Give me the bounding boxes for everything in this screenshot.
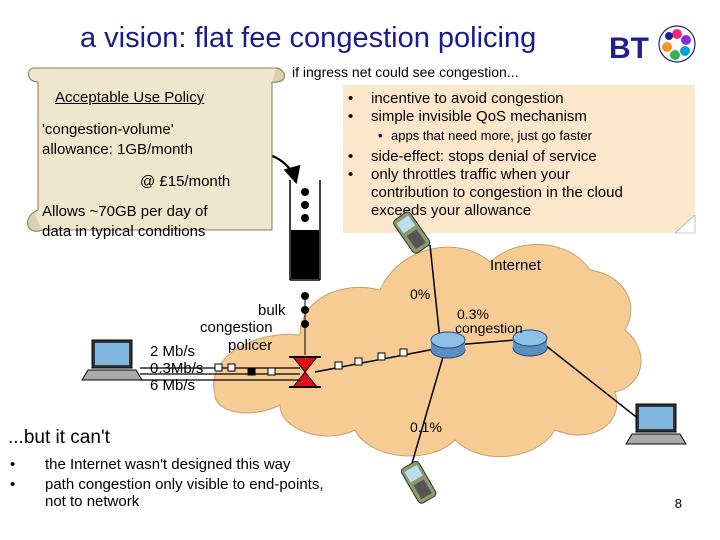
aup-heading: Acceptable Use Policy <box>55 89 205 106</box>
rate-label: 0.3Mb/s <box>150 360 204 377</box>
aup-price: @ £15/month <box>140 173 231 190</box>
bulk-congestion-label: congestion <box>200 319 273 336</box>
bullet-marker: • <box>10 456 16 473</box>
mobile-phone-icon <box>393 211 431 254</box>
bullet-marker: • <box>348 148 354 165</box>
slide-number: 8 <box>674 496 682 511</box>
rate-label: 6 Mb/s <box>150 377 196 394</box>
bullet-text: incentive to avoid congestion <box>371 90 564 107</box>
bullet-text: side-effect: stops denial of service <box>371 148 597 165</box>
limitation-heading: ...but it can't <box>8 427 110 448</box>
aup-usage-line: data in typical conditions <box>42 223 206 240</box>
router-icon <box>512 329 548 357</box>
packet-boxes <box>214 348 408 376</box>
bullet-text: the Internet wasn't designed this way <box>45 456 291 473</box>
aup-usage-line: Allows ~70GB per day of <box>42 203 208 220</box>
limitation-bullet-1: • the Internet wasn't designed this way <box>10 456 291 474</box>
limitation-bullet-2-cont: not to network <box>45 493 140 510</box>
callout-bullet-4: • only throttles traffic when your <box>348 166 570 184</box>
callout-bullet-2: • simple invisible QoS mechanism <box>348 108 587 126</box>
callout-bullet-1: • incentive to avoid congestion <box>348 90 564 108</box>
rate-label: 2 Mb/s <box>150 343 196 360</box>
congestion-value-mid: 0.3% <box>457 306 489 322</box>
bt-logo: BT <box>605 20 700 70</box>
callout-box <box>343 85 695 233</box>
slide-title: a vision: flat fee congestion policing <box>80 22 537 54</box>
aup-volume-line: 'congestion-volume' <box>42 121 174 138</box>
bullet-text: path congestion only visible to end-poin… <box>45 476 324 493</box>
callout-corner-fold <box>675 215 696 234</box>
bullet-marker: • <box>348 90 354 107</box>
laptop-icon <box>625 403 687 445</box>
bullet-marker: • <box>348 108 354 125</box>
limitation-bullet-2: • path congestion only visible to end-po… <box>10 476 324 494</box>
bullet-marker: • <box>10 476 16 493</box>
internet-label: Internet <box>490 257 541 274</box>
callout-header: if ingress net could see congestion... <box>292 64 519 80</box>
callout-sub-bullet: • apps that need more, just go faster <box>378 128 592 144</box>
aup-allowance-line: allowance: 1GB/month <box>42 141 193 158</box>
congestion-value-top: 0% <box>410 286 431 302</box>
policer-icon <box>289 356 321 388</box>
congestion-value-bottom: 0.1% <box>410 419 442 435</box>
bullet-text: simple invisible QoS mechanism <box>371 108 587 125</box>
laptop-icon <box>81 339 143 381</box>
mobile-phone-icon <box>400 460 437 504</box>
aup-scroll <box>27 67 285 232</box>
policer-label: policer <box>228 337 273 354</box>
sub-bullet-marker: • <box>378 128 383 143</box>
bullet-marker: • <box>348 166 354 183</box>
bt-piper-icon <box>658 25 696 63</box>
congestion-label-mid: congestion <box>455 320 523 336</box>
bt-logo-text: BT <box>609 32 649 65</box>
sub-bullet-text: apps that need more, just go faster <box>391 128 592 143</box>
bulk-label: bulk <box>258 302 286 319</box>
policer-queue <box>289 180 321 281</box>
callout-bullet-4-cont: contribution to congestion in the cloud <box>371 184 623 201</box>
callout-bullet-3: • side-effect: stops denial of service <box>348 148 597 166</box>
router-icon <box>430 331 466 359</box>
bullet-text: only throttles traffic when your <box>371 166 570 183</box>
